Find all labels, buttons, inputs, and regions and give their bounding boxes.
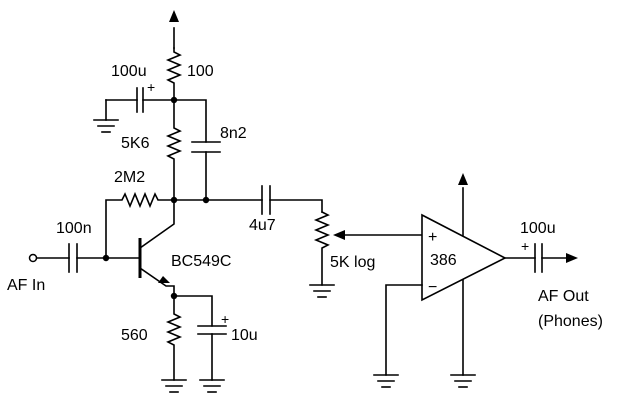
junction-dot	[202, 196, 210, 204]
capacitor-4u7	[261, 185, 323, 215]
output-capacitor-plus-sign: +	[521, 238, 529, 254]
resistor-100	[165, 47, 183, 101]
junction-dot	[102, 254, 110, 262]
amplifier-386	[373, 173, 507, 388]
potentiometer-5k-log	[309, 210, 423, 298]
output-label-sub: (Phones)	[538, 313, 603, 330]
output-label: AF Out	[538, 288, 589, 305]
resistor-2m2	[105, 191, 175, 259]
capacitor-10u-plus-sign: +	[221, 311, 229, 327]
resistor-100-label: 100	[187, 63, 214, 80]
decoupling-capacitor	[93, 87, 175, 133]
capacitor-100n-label: 100n	[56, 220, 92, 237]
capacitor-10u-label: 10u	[231, 327, 258, 344]
capacitor-4u7-label: 4u7	[249, 217, 276, 234]
resistor-560-label: 560	[121, 327, 148, 344]
decoupling-capacitor-label: 100u	[111, 63, 147, 80]
transistor-bc549c	[138, 199, 175, 297]
output-capacitor-label: 100u	[520, 220, 556, 237]
resistor-560	[161, 295, 187, 393]
capacitor-8n2	[191, 141, 221, 201]
decoupling-plus-sign: +	[147, 79, 155, 95]
resistor-5k6	[165, 99, 183, 201]
capacitor-output	[504, 243, 578, 273]
capacitor-8n2-label: 8n2	[220, 125, 247, 142]
capacitor-10u	[173, 295, 227, 393]
supply-rail	[169, 10, 179, 49]
potentiometer-label: 5K log	[330, 254, 375, 271]
resistor-5k6-label: 5K6	[121, 135, 150, 152]
resistor-2m2-label: 2M2	[114, 169, 145, 186]
transistor-label: BC549C	[171, 253, 231, 270]
input-label: AF In	[7, 277, 45, 294]
amplifier-label: 386	[430, 252, 457, 269]
wire-top-to-8n2	[173, 99, 207, 143]
input-terminal	[28, 253, 70, 263]
amp-inverting-sign: −	[428, 279, 437, 296]
amp-noninverting-sign: +	[428, 229, 437, 246]
